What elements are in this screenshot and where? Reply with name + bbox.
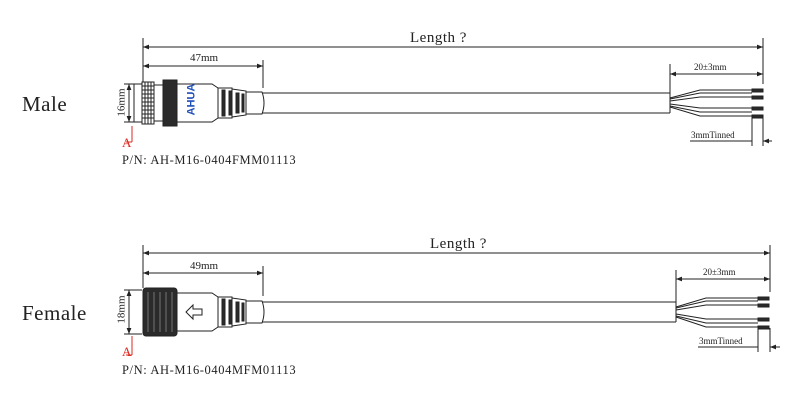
male-threaded-coupling <box>133 81 155 125</box>
male-length-label: Length ? <box>410 30 467 46</box>
female-section-mark <box>126 336 133 356</box>
male-strain-relief <box>245 91 265 115</box>
male-length-dimension <box>142 38 764 84</box>
female-tinned-dimension <box>698 328 780 352</box>
male-brand-logo: AHUA <box>185 83 198 116</box>
female-strip-dimension <box>675 270 770 302</box>
female-label: Female <box>22 301 87 325</box>
female-body-dimension <box>143 266 264 296</box>
male-diameter-dimension <box>124 83 134 123</box>
male-diameter-label: 16mm <box>115 88 128 117</box>
male-part-number: P/N: AH-M16-0404FMM01113 <box>122 153 297 167</box>
male-connector-body <box>176 83 219 123</box>
male-body-dim-label: 47mm <box>190 52 219 64</box>
male-strip-dimension <box>669 64 763 93</box>
female-tinned-label: 3mmTinned <box>699 336 743 346</box>
male-label: Male <box>22 92 68 116</box>
male-section-mark <box>126 126 133 143</box>
female-assembly <box>124 245 780 356</box>
male-body-dimension <box>143 60 264 88</box>
female-length-label: Length ? <box>430 236 487 252</box>
female-section-letter: A <box>122 344 132 359</box>
female-strip-label: 20±3mm <box>703 267 736 277</box>
male-hex-nut <box>162 79 178 127</box>
male-wires <box>669 88 764 119</box>
female-grip-rings <box>217 296 247 328</box>
female-body-dim-label: 49mm <box>190 260 219 272</box>
female-strain-relief <box>245 300 265 324</box>
mating-arrow-icon <box>185 303 203 321</box>
male-section-letter: A <box>122 135 132 150</box>
male-tinned-dimension <box>690 118 772 146</box>
female-wires <box>675 296 770 330</box>
female-part-number: P/N: AH-M16-0404MFM01113 <box>122 363 297 377</box>
female-cable <box>262 301 677 323</box>
male-grip-rings <box>217 87 247 119</box>
male-cable <box>262 92 671 114</box>
female-length-dimension <box>142 245 771 292</box>
male-strip-label: 20±3mm <box>694 62 727 72</box>
male-tinned-label: 3mmTinned <box>691 130 735 140</box>
female-diameter-dimension <box>124 289 142 335</box>
male-assembly <box>124 38 772 146</box>
female-diameter-label: 18mm <box>115 295 128 324</box>
